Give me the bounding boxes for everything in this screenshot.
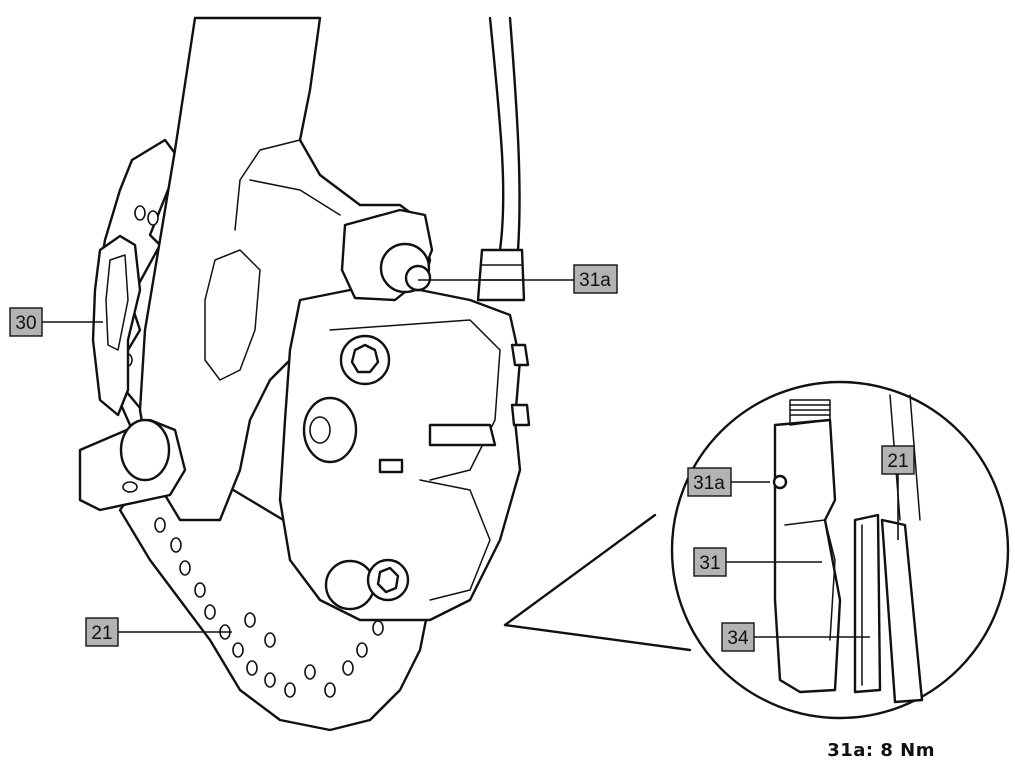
callout-34-label: 34 bbox=[727, 628, 749, 649]
callout-30-label: 30 bbox=[15, 313, 36, 334]
callout-31a-main-label: 31a bbox=[579, 270, 611, 291]
detail-brake-pad bbox=[853, 513, 882, 694]
callout-31a-detail-label: 31a bbox=[693, 473, 725, 494]
callout-34: 34 bbox=[721, 622, 755, 652]
callout-31: 31 bbox=[693, 547, 727, 577]
callout-21-detail: 21 bbox=[881, 445, 915, 475]
leader-lines bbox=[40, 279, 899, 638]
callout-21-main: 21 bbox=[85, 617, 119, 647]
detail-view bbox=[670, 380, 1010, 720]
callout-30: 30 bbox=[9, 307, 43, 337]
axle-clamp bbox=[78, 418, 187, 512]
detail-caliper bbox=[772, 399, 842, 694]
brake-pad-30 bbox=[91, 234, 142, 417]
brake-hose bbox=[476, 16, 526, 302]
brake-caliper bbox=[278, 208, 531, 622]
callout-31a-main: 31a bbox=[573, 264, 618, 294]
callout-31-label: 31 bbox=[699, 553, 720, 574]
detail-callout-pointer bbox=[503, 513, 692, 652]
torque-specification: 31a: 8 Nm bbox=[827, 740, 935, 761]
callout-31a-detail: 31a bbox=[687, 467, 732, 497]
callout-21-detail-label: 21 bbox=[887, 451, 908, 472]
callout-21-main-label: 21 bbox=[91, 623, 112, 644]
